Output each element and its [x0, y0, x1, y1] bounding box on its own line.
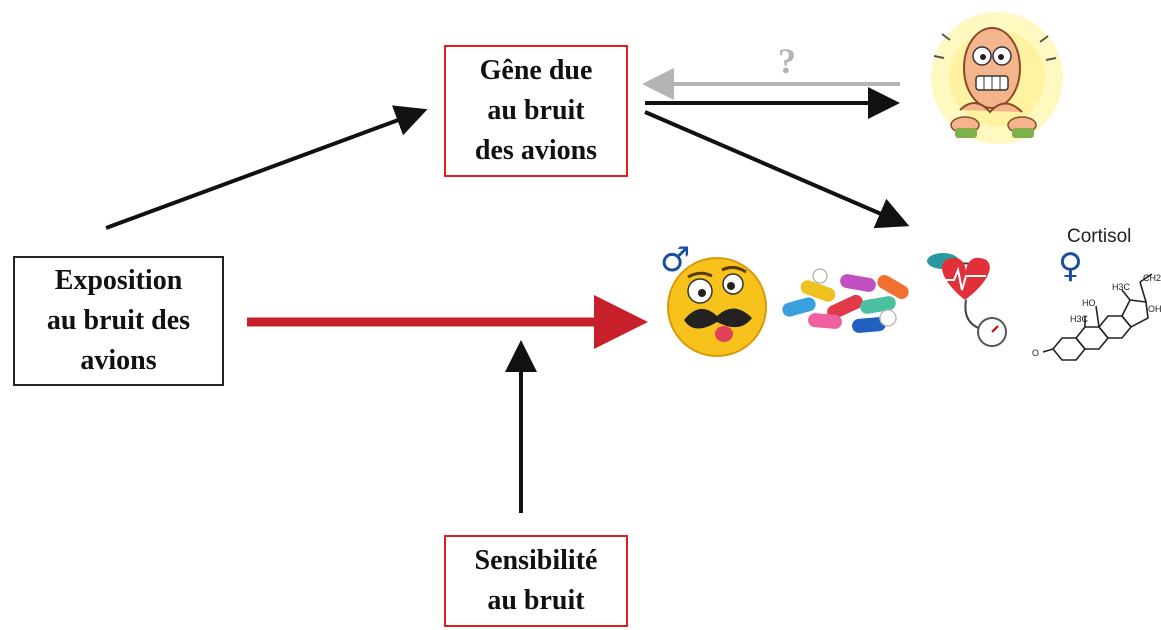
female-symbol-icon: ♀ — [1058, 246, 1083, 286]
annoyance-line-3: des avions — [474, 135, 598, 166]
sensitivity-line-1: Sensibilité — [474, 545, 598, 576]
mustache-emoji-icon — [667, 257, 767, 357]
annoyance-line-2: au bruit — [487, 95, 585, 126]
male-symbol-icon: ♂ — [660, 240, 691, 280]
cortisol-molecule-icon — [1042, 273, 1153, 361]
atom-label-oh: OH — [1148, 304, 1161, 314]
atom-label-o: O — [1032, 348, 1039, 358]
exposure-line-3: avions — [80, 345, 157, 376]
sensitivity-node: Sensibilité au bruit — [444, 535, 628, 627]
annoyance-node: Gêne due au bruit des avions — [444, 45, 628, 177]
exposure-line-2: au bruit des — [46, 305, 191, 336]
arrow-annoyance-to-health — [644, 110, 910, 229]
scared-man-icon — [931, 12, 1063, 144]
atom-label-h3c-2: H3C — [1070, 314, 1089, 324]
annoyance-line-1: Gêne due — [479, 55, 593, 86]
exposure-line-1: Exposition — [54, 265, 183, 296]
question-mark: ? — [778, 41, 796, 81]
pills-icon — [782, 268, 909, 333]
arrow-exposure-to-annoyance — [105, 105, 428, 230]
blood-pressure-heart-icon — [927, 253, 1007, 347]
atom-label-h3c-1: H3C — [1112, 282, 1131, 292]
atom-label-ho: HO — [1082, 298, 1096, 308]
sensitivity-line-2: au bruit — [487, 585, 585, 616]
exposure-node: Exposition au bruit des avions — [13, 256, 224, 386]
cortisol-label: Cortisol — [1067, 226, 1132, 247]
